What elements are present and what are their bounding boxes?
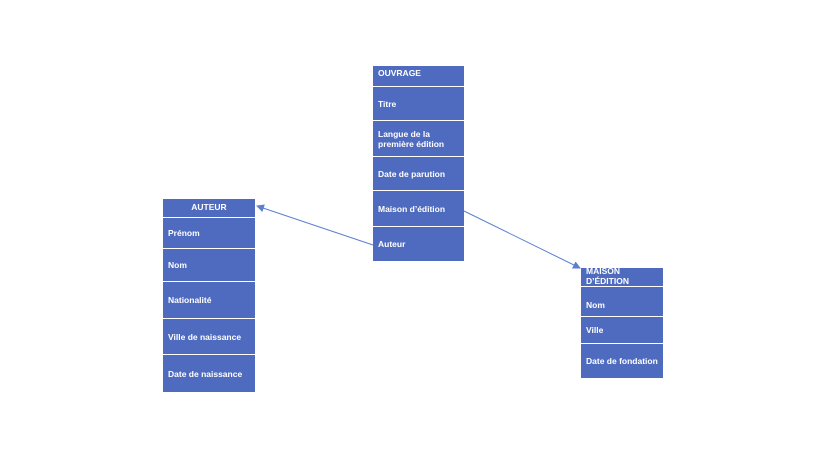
connector-maison-arrow [463,210,581,269]
entity-ouvrage[interactable]: OUVRAGE Titre Langue de la première édit… [373,66,464,261]
field-maison-nom: Nom [581,287,663,317]
entity-header-maison: MAISON D’ÉDITION [581,266,663,287]
field-date-parution: Date de parution [373,157,464,191]
field-nom: Nom [163,249,255,282]
field-titre: Titre [373,87,464,121]
entity-header-ouvrage: OUVRAGE [373,66,464,87]
field-langue: Langue de la première édition [373,121,464,157]
entity-auteur[interactable]: AUTEUR Prénom Nom Nationalité Ville de n… [163,199,255,392]
field-nationalite: Nationalité [163,282,255,319]
field-maison-edition: Maison d’édition [373,191,464,227]
field-date-fondation: Date de fondation [581,344,663,378]
field-auteur: Auteur [373,227,464,261]
field-date-naissance: Date de naissance [163,355,255,392]
connector-auteur-arrow [256,204,374,246]
entity-maison-edition[interactable]: MAISON D’ÉDITION Nom Ville Date de fonda… [581,266,663,378]
field-maison-ville: Ville [581,317,663,344]
field-ville-naissance: Ville de naissance [163,319,255,355]
field-prenom: Prénom [163,218,255,249]
entity-header-auteur: AUTEUR [163,199,255,218]
